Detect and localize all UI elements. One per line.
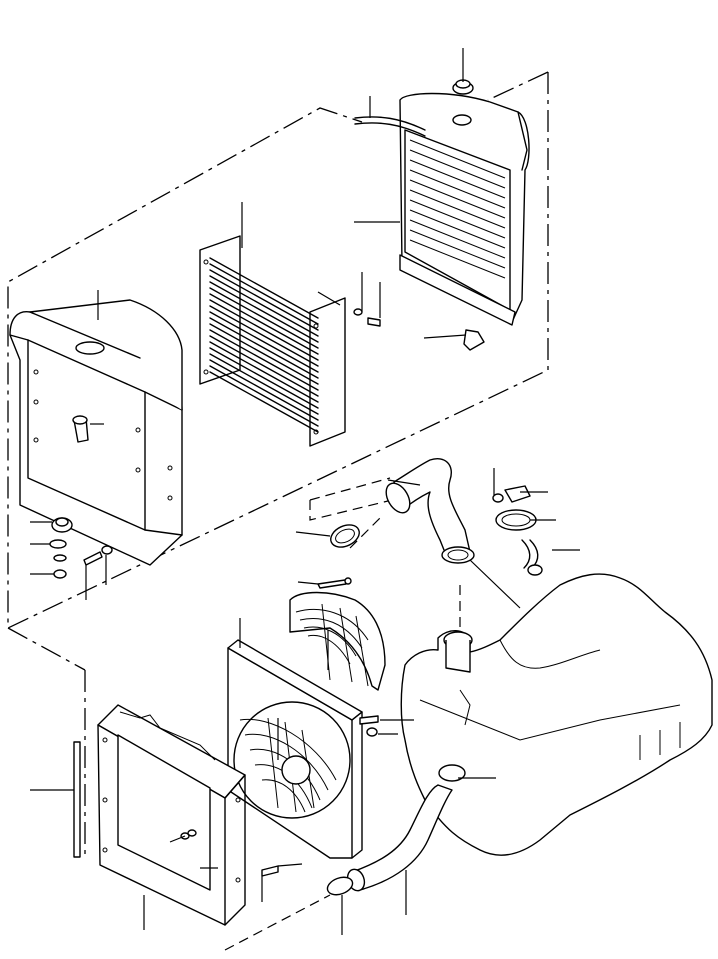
radiator-lower-bracket bbox=[463, 329, 485, 351]
hose-clamp-small bbox=[492, 493, 543, 576]
upper-hose bbox=[385, 458, 471, 561]
shroud-bolt bbox=[72, 415, 89, 443]
hose-clamp-lower bbox=[326, 764, 466, 896]
leader-lines bbox=[30, 48, 580, 935]
fan-guard bbox=[289, 591, 386, 691]
overflow-hose bbox=[354, 116, 426, 137]
lower-hose bbox=[346, 784, 453, 892]
mount-washer bbox=[49, 539, 67, 562]
mount-nut bbox=[53, 569, 67, 579]
bypass-hose bbox=[504, 485, 539, 569]
seal-strip bbox=[73, 741, 81, 858]
fan-plate bbox=[227, 639, 363, 859]
frame-bolt bbox=[180, 829, 279, 877]
shroud-upper bbox=[9, 299, 183, 566]
hose-clamp-upper bbox=[330, 524, 360, 548]
shroud-lower-frame bbox=[97, 704, 246, 926]
fan bbox=[239, 717, 337, 813]
radiator-cap bbox=[452, 79, 474, 95]
radiator-core bbox=[399, 92, 530, 326]
shroud-bolt-lower bbox=[83, 545, 113, 566]
engine-block bbox=[400, 573, 713, 856]
thermostat-gasket bbox=[441, 546, 475, 564]
rubber-mount bbox=[51, 517, 73, 533]
radiator-mount-bolt bbox=[353, 308, 381, 327]
oil-cooler bbox=[199, 235, 346, 447]
fan-plate-bolt bbox=[359, 715, 379, 737]
assembly-boundary bbox=[7, 71, 549, 951]
bypass-hose-clamp bbox=[495, 509, 537, 531]
fan-guard-bolt bbox=[317, 577, 352, 589]
